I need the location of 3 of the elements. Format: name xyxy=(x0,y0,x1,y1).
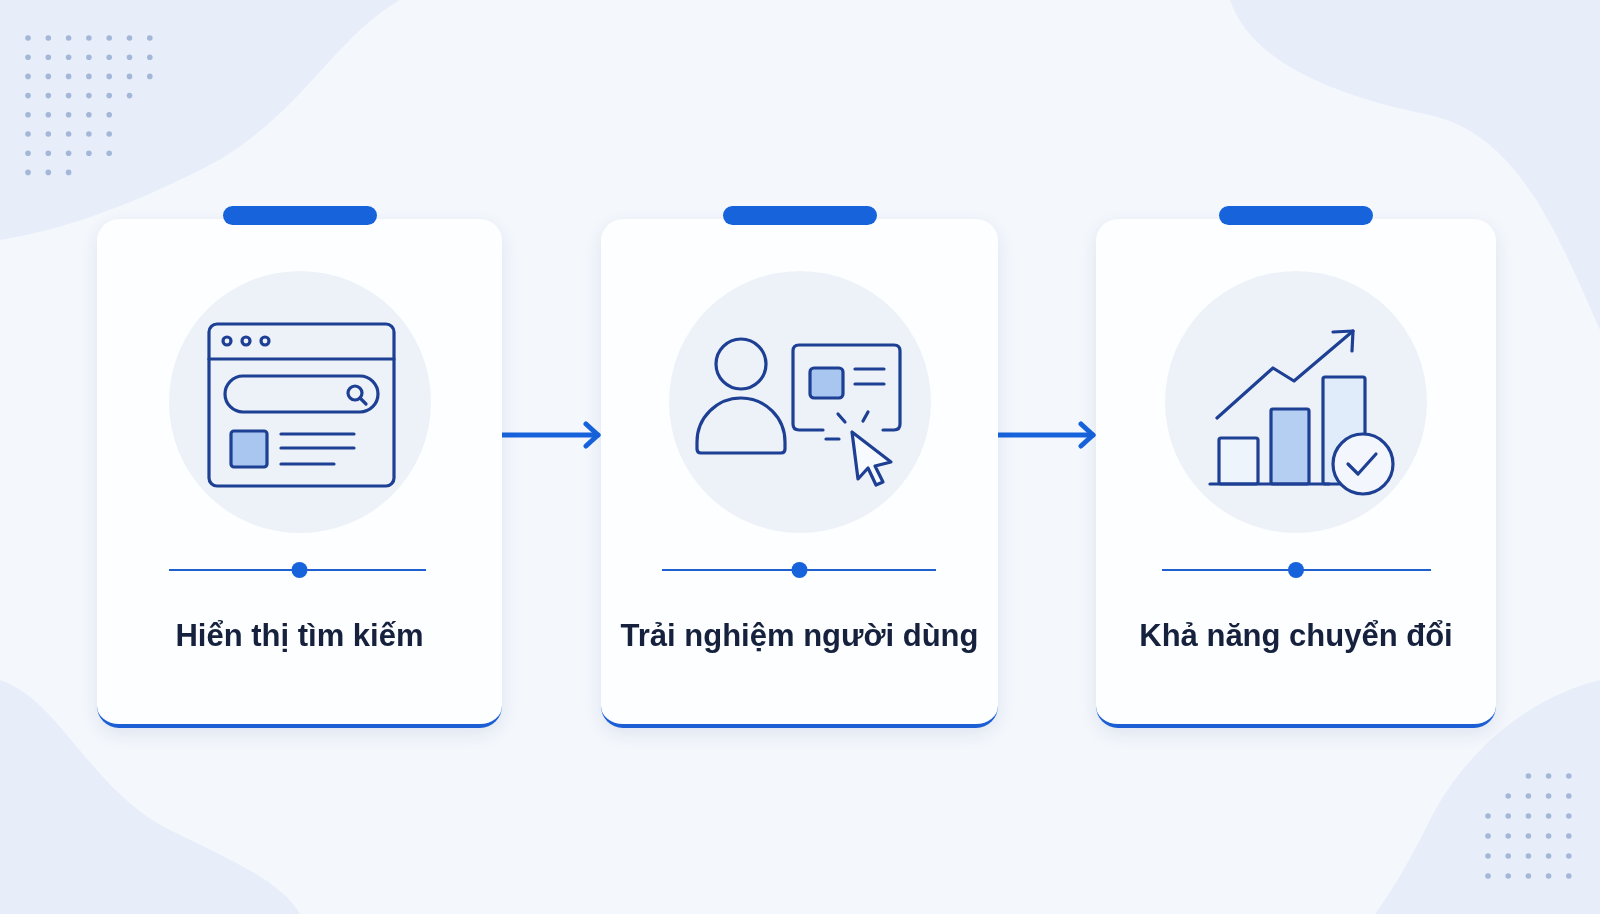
step-title: Hiển thị tìm kiếm xyxy=(174,617,425,655)
step-title: Khả năng chuyển đổi xyxy=(1138,617,1454,655)
step-title: Trải nghiệm người dùng xyxy=(619,617,980,655)
